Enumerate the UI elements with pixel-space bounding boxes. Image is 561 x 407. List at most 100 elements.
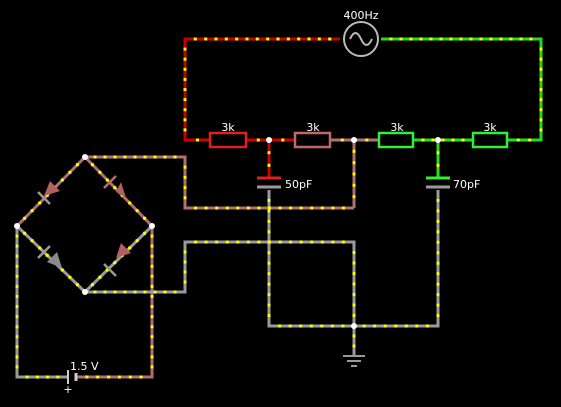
diode-ul-arrow-icon: [44, 181, 60, 196]
current-dot: [98, 275, 102, 279]
current-dot: [135, 239, 139, 243]
current-dot: [46, 375, 50, 379]
current-dot: [38, 201, 42, 205]
node-bridge-top[interactable]: [82, 154, 88, 160]
current-dot: [328, 37, 332, 41]
current-dot: [436, 282, 440, 286]
current-dot: [107, 375, 111, 379]
current-dot: [15, 284, 19, 288]
current-dot: [267, 261, 271, 265]
ground[interactable]: [343, 355, 365, 367]
current-dot: [362, 324, 366, 328]
current-dot: [399, 37, 403, 41]
node-bridge-right[interactable]: [149, 223, 155, 229]
diode-ll[interactable]: [37, 245, 62, 268]
current-dot: [163, 155, 167, 159]
node-r3-r4[interactable]: [435, 137, 441, 143]
resistor-r4[interactable]: 3k: [471, 121, 509, 149]
current-dot: [133, 155, 137, 159]
current-dot: [45, 193, 49, 197]
current-dot: [278, 240, 282, 244]
diode-ul-bar: [37, 191, 51, 205]
current-dot: [267, 219, 271, 223]
current-dot: [150, 315, 154, 319]
resistor-r1[interactable]: 3k: [208, 121, 248, 149]
current-dot: [297, 37, 301, 41]
current-dot: [15, 355, 19, 359]
node-r1-r2[interactable]: [266, 137, 272, 143]
current-dot: [85, 375, 89, 379]
node-r2-r3[interactable]: [351, 137, 357, 143]
node-bridge-left[interactable]: [14, 223, 20, 229]
current-dot: [56, 375, 60, 379]
current-dot: [267, 230, 271, 234]
current-dot: [419, 37, 423, 41]
current-dot: [183, 67, 187, 71]
current-dot: [30, 239, 34, 243]
current-dot: [352, 272, 356, 275]
current-dot: [286, 37, 290, 41]
current-dot: [268, 206, 271, 210]
diode-ul[interactable]: [37, 181, 60, 205]
current-dot: [150, 365, 154, 369]
capacitor-c2[interactable]: 70pF: [426, 176, 480, 191]
node-ground[interactable]: [351, 323, 357, 329]
current-dot: [93, 155, 97, 159]
current-dot: [461, 138, 465, 142]
resistor-r3[interactable]: 3k: [377, 121, 415, 149]
current-dot: [183, 77, 187, 81]
current-dot: [394, 324, 398, 328]
current-dot: [113, 290, 117, 294]
current-dot: [45, 253, 49, 257]
current-dot: [150, 355, 154, 359]
capacitor-c1[interactable]: 50pF: [257, 176, 312, 191]
resistor-r1-label: 3k: [221, 121, 235, 134]
current-dot: [436, 240, 440, 244]
current-dot: [352, 303, 356, 307]
current-dot: [421, 138, 425, 142]
current-dot: [150, 325, 154, 329]
resistor-r2[interactable]: 3k: [293, 121, 332, 149]
current-dot: [267, 251, 271, 255]
battery[interactable]: 1.5 V +: [63, 360, 99, 396]
current-dot: [204, 206, 208, 210]
current-dot: [439, 37, 443, 41]
current-dot: [75, 283, 79, 287]
current-dot: [183, 128, 187, 132]
current-dot: [331, 206, 335, 210]
current-dot: [307, 37, 311, 41]
current-dot: [436, 199, 440, 202]
current-dot: [479, 37, 483, 41]
current-dot: [267, 314, 271, 317]
diode-lr[interactable]: [103, 243, 131, 277]
current-dot: [204, 37, 208, 41]
current-dot: [150, 335, 154, 339]
current-dot: [431, 138, 435, 142]
current-dot: [183, 118, 187, 122]
current-dot: [289, 240, 293, 244]
current-dot: [15, 244, 19, 248]
current-dot: [257, 240, 261, 244]
diode-ur[interactable]: [103, 175, 126, 198]
current-dot: [15, 254, 19, 258]
diode-ll-bar: [37, 245, 51, 259]
current-dot: [103, 290, 107, 294]
current-dot: [436, 219, 440, 223]
ac-source[interactable]: 400Hz: [343, 9, 379, 57]
current-dot: [245, 37, 249, 41]
diode-ll-arrow-icon: [47, 252, 62, 268]
current-dot: [183, 165, 187, 169]
node-bridge-bottom[interactable]: [82, 289, 88, 295]
current-dot: [150, 345, 154, 349]
resistor-r1-body: [208, 131, 248, 149]
current-dot: [117, 375, 121, 379]
resistor-r4-body: [471, 131, 509, 149]
current-dot: [389, 37, 393, 41]
current-dot: [215, 240, 219, 244]
current-dot: [150, 295, 154, 298]
current-dot: [194, 240, 198, 244]
current-dot: [15, 325, 19, 329]
current-dot: [365, 138, 369, 142]
current-dot: [276, 37, 280, 41]
current-dot: [150, 274, 154, 278]
